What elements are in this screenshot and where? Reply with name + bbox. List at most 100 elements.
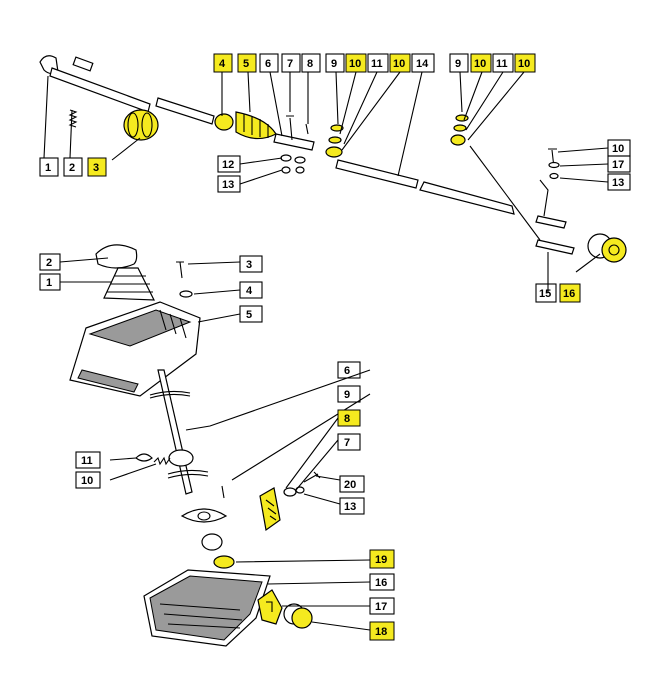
svg-text:10: 10 [393,58,405,70]
svg-text:18: 18 [375,626,387,638]
callout-b7: 7 [337,433,361,451]
bush-part-19 [213,555,235,569]
callout-b20: 20 [339,475,365,493]
top-linkage-assembly: 1 2 3 4 5 6 7 8 9 10 11 10 14 9 10 11 10… [39,53,631,303]
svg-text:1: 1 [46,277,52,289]
callout-b2: 2 [39,253,61,271]
callout-4: 4 [213,53,233,73]
svg-text:17: 17 [375,601,387,613]
callout-b18: 18 [369,621,395,641]
svg-text:16: 16 [375,577,387,589]
svg-text:11: 11 [81,455,93,467]
callout-b9: 9 [337,385,361,403]
bush-part-16 [587,233,627,263]
svg-text:4: 4 [219,58,226,70]
callout-12: 12 [217,155,241,173]
svg-text:6: 6 [265,58,271,70]
svg-text:8: 8 [344,413,350,425]
svg-text:5: 5 [246,309,252,321]
svg-text:2: 2 [46,257,52,269]
svg-text:8: 8 [307,58,313,70]
svg-text:2: 2 [69,162,75,174]
svg-text:10: 10 [518,58,530,70]
callout-b1: 1 [39,273,61,291]
svg-text:9: 9 [344,389,350,401]
callout-9b: 9 [449,53,469,73]
svg-text:6: 6 [344,365,350,377]
callout-b11: 11 [75,451,101,469]
svg-text:12: 12 [222,159,234,171]
svg-text:17: 17 [612,159,624,171]
link-bar-part [335,159,419,189]
callout-b8: 8 [337,409,361,427]
callout-3: 3 [87,157,107,177]
svg-text:11: 11 [496,58,508,70]
svg-text:9: 9 [331,58,337,70]
pivot-part [180,508,228,551]
callout-10c: 10 [470,53,492,73]
bush-part-18 [283,603,313,629]
callout-14: 14 [411,53,435,73]
callout-11b: 11 [492,53,514,73]
knob-cap-part [95,244,138,269]
svg-text:7: 7 [287,58,293,70]
svg-text:11: 11 [371,58,383,70]
housing-part-16 [143,569,271,647]
svg-text:16: 16 [563,288,575,300]
callout-8: 8 [301,53,321,73]
lever-shaft-part [157,369,193,495]
callout-b6: 6 [337,361,361,379]
bush-part-3 [123,109,159,141]
callout-b13: 13 [339,497,365,515]
callout-10d: 10 [514,53,536,73]
callout-b4: 4 [239,281,263,299]
callout-10b: 10 [389,53,411,73]
svg-text:14: 14 [416,58,429,70]
svg-text:10: 10 [612,143,624,155]
callout-b10: 10 [75,471,101,489]
washer-part-10a [330,124,344,132]
svg-text:10: 10 [81,475,93,487]
callout-10a: 10 [345,53,367,73]
svg-text:13: 13 [344,501,356,513]
shift-rod-part [49,67,151,113]
cover-part-5 [69,301,201,397]
boot-part-5 [235,111,277,140]
svg-text:3: 3 [246,259,252,271]
collar-part-4 [214,113,234,131]
callout-13: 13 [217,175,241,193]
callout-1: 1 [39,157,59,177]
svg-text:10: 10 [474,58,486,70]
callout-15: 15 [535,283,557,303]
callout-9a: 9 [325,53,345,73]
callout-2: 2 [63,157,83,177]
mount-part-17 [257,589,283,625]
callout-r10: 10 [607,139,631,157]
callout-5: 5 [237,53,257,73]
svg-text:13: 13 [222,179,234,191]
callout-b17: 17 [369,597,395,615]
svg-text:10: 10 [349,58,361,70]
boot-part-1 [103,267,155,301]
svg-text:19: 19 [375,554,387,566]
svg-text:15: 15 [539,288,551,300]
callout-b3: 3 [239,255,263,273]
svg-text:13: 13 [612,177,624,189]
callout-7: 7 [281,53,301,73]
svg-text:1: 1 [45,162,51,174]
callout-r13: 13 [607,173,631,191]
insert-part-8 [259,487,281,532]
bottom-gearbox-assembly: 2 1 3 4 5 6 9 8 7 11 10 20 13 19 16 17 1… [39,244,395,647]
callout-b19: 19 [369,549,395,569]
svg-text:4: 4 [246,285,253,297]
svg-text:3: 3 [93,162,99,174]
svg-text:20: 20 [344,479,356,491]
callout-11a: 11 [367,53,389,73]
svg-text:7: 7 [344,437,350,449]
callout-b5: 5 [239,305,263,323]
callout-r17: 17 [607,155,631,173]
svg-text:9: 9 [455,58,461,70]
callout-16: 16 [559,283,581,303]
callout-6: 6 [259,53,279,73]
